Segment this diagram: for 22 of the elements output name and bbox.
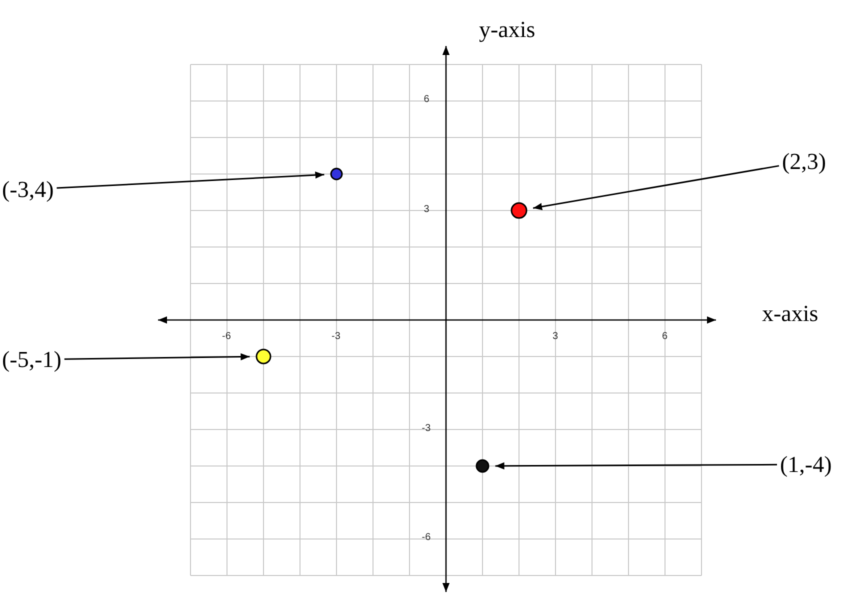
axis-label: x-axis — [762, 302, 818, 325]
tick-label: -6 — [222, 332, 231, 342]
point-label: (-3,4) — [2, 178, 54, 201]
tick-label: -3 — [422, 424, 431, 434]
tick-label: 6 — [662, 332, 668, 342]
tick-label: 6 — [424, 95, 430, 105]
tick-label: 3 — [424, 204, 430, 214]
tick-label: -6 — [422, 533, 431, 543]
tick-label: 3 — [552, 332, 558, 342]
leader-arrow — [56, 171, 324, 189]
plotted-point — [256, 348, 272, 364]
point-label: (1,-4) — [780, 453, 832, 476]
plotted-point — [476, 459, 490, 473]
tick-label: -3 — [332, 332, 340, 342]
plotted-point — [510, 202, 528, 219]
axis-label: y-axis — [479, 18, 536, 41]
leader-arrow — [532, 165, 780, 210]
plotted-point — [330, 168, 343, 180]
leader-arrow — [495, 462, 777, 470]
point-label: (2,3) — [782, 150, 826, 173]
point-label: (-5,-1) — [2, 348, 62, 371]
leader-arrow — [64, 353, 250, 360]
